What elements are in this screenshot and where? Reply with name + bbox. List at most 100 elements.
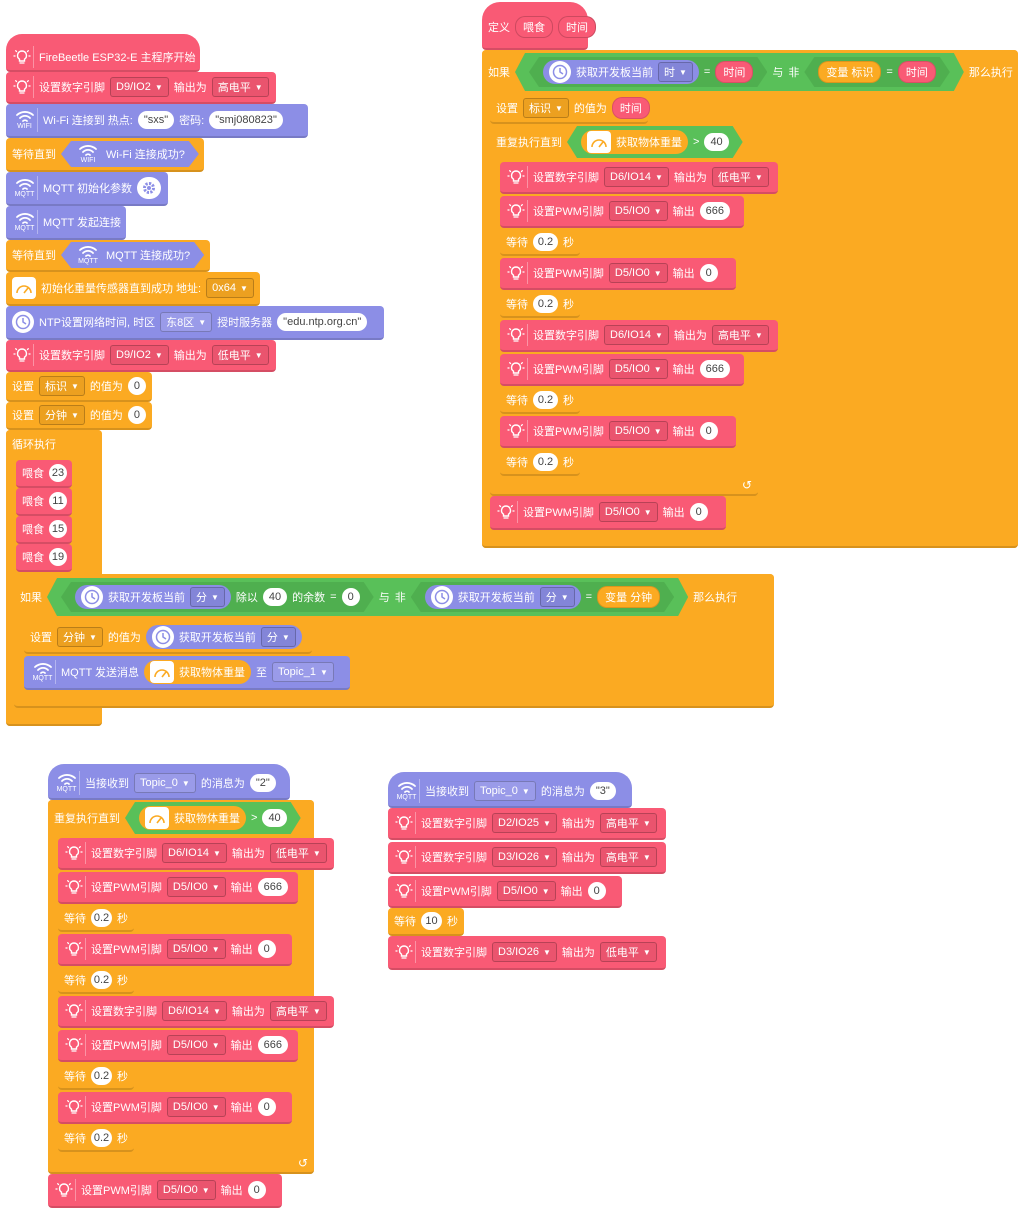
set-digital-pin-block[interactable]: 设置数字引脚 D2/IO25▼ 输出为 高电平▼ (388, 808, 666, 840)
pin-dropdown[interactable]: D9/IO2▼ (110, 77, 169, 97)
ssid-input[interactable]: " sxs " (137, 111, 175, 129)
set-digital-pin-block[interactable]: 设置数字引脚 D6/IO14▼ 输出为 高电平▼ (500, 320, 778, 352)
wait-until-mqtt-block[interactable]: 等待直到 MQTT MQTT 连接成功? (6, 240, 210, 272)
time-unit-dropdown[interactable]: 时▼ (658, 62, 693, 82)
compare-input[interactable]: 0 (342, 588, 360, 606)
mqtt-send-message-block[interactable]: MQTT MQTT 发送消息 获取物体重量 至 Topic_1▼ (24, 656, 350, 690)
variable-dropdown[interactable]: 标识▼ (39, 376, 85, 396)
variable-dropdown[interactable]: 分钟▼ (39, 405, 85, 425)
get-weight-reporter[interactable]: 获取物体重量 (144, 660, 252, 684)
set-pwm-pin-block[interactable]: 设置PWM引脚 D5/IO0▼ 输出 666 (500, 196, 744, 228)
mqtt-init-block[interactable]: MQTT MQTT 初始化参数 (6, 172, 168, 206)
wait-seconds-input[interactable]: 0.2 (91, 1067, 112, 1085)
call-feed-block[interactable]: 喂食 19 (16, 544, 72, 572)
pwm-pin-dropdown[interactable]: D5/IO0▼ (156, 1180, 216, 1200)
get-board-time-reporter[interactable]: 获取开发板当前 分▼ (145, 625, 302, 649)
pin-dropdown[interactable]: D6/IO14▼ (162, 843, 227, 863)
value-input[interactable]: 0 (127, 406, 146, 424)
pin-dropdown[interactable]: D6/IO14▼ (162, 1001, 227, 1021)
set-digital-pin-block[interactable]: 设置数字引脚 D3/IO26▼ 输出为 低电平▼ (388, 936, 666, 970)
get-board-time-reporter[interactable]: 获取开发板当前 分▼ (425, 585, 581, 609)
set-pwm-pin-block[interactable]: 设置PWM引脚 D5/IO0▼ 输出 0 (48, 1174, 282, 1208)
get-board-time-reporter[interactable]: 获取开发板当前 时▼ (543, 60, 699, 84)
wait-until-wifi-block[interactable]: 等待直到 WIFI Wi-Fi 连接成功? (6, 138, 204, 172)
pwm-pin-dropdown[interactable]: D5/IO0▼ (598, 502, 658, 522)
mqtt-receive-handler-block[interactable]: MQTT 当接收到 Topic_0▼ 的消息为 " 3 " (388, 772, 632, 808)
wait-block[interactable]: 等待 0.2 秒 (500, 450, 580, 476)
time-unit-dropdown[interactable]: 分▼ (540, 587, 575, 607)
and-condition[interactable]: 获取开发板当前 分▼ 除以 40 的余数 = 0 与 非 获取开发板当前 分▼ … (47, 578, 688, 616)
level-dropdown[interactable]: 高电平▼ (599, 847, 657, 867)
variable-minute-reporter[interactable]: 变量 分钟 (597, 586, 660, 608)
topic-dropdown[interactable]: Topic_0▼ (134, 773, 196, 793)
pwm-pin-dropdown[interactable]: D5/IO0▼ (496, 881, 556, 901)
pwm-pin-dropdown[interactable]: D5/IO0▼ (608, 421, 668, 441)
wait-block[interactable]: 等待 10 秒 (388, 908, 464, 936)
set-pwm-pin-block[interactable]: 设置PWM引脚 D5/IO0▼ 输出 0 (58, 934, 292, 966)
if-block-header[interactable]: 如果 获取开发板当前 时▼ = 时间 与 非 变量 标识 = 时间 那么执行 (482, 50, 1018, 94)
time-unit-dropdown[interactable]: 分▼ (260, 627, 296, 647)
mqtt-connect-block[interactable]: MQTT MQTT 发起连接 (6, 206, 126, 240)
wait-seconds-input[interactable]: 0.2 (533, 453, 558, 471)
ntp-server-input[interactable]: " edu.ntp.org.cn " (277, 313, 368, 331)
equals-condition[interactable]: 变量 标识 = 时间 (804, 57, 950, 87)
and-condition[interactable]: 获取开发板当前 时▼ = 时间 与 非 变量 标识 = 时间 (515, 53, 964, 91)
set-variable-block[interactable]: 设置 分钟▼ 的值为 0 (6, 402, 152, 430)
wait-block[interactable]: 等待 0.2 秒 (58, 968, 134, 994)
pwm-value-input[interactable]: 666 (699, 202, 731, 220)
equals-condition[interactable]: 获取开发板当前 分▼ 除以 40 的余数 = 0 (61, 582, 374, 612)
password-input[interactable]: " smj080823 " (209, 111, 283, 129)
level-dropdown[interactable]: 低电平▼ (711, 167, 769, 187)
param-time-reporter[interactable]: 时间 (898, 61, 936, 83)
wait-seconds-input[interactable]: 0.2 (91, 1129, 112, 1147)
greater-than-condition[interactable]: 获取物体重量 > 40 (567, 126, 743, 158)
wait-seconds-input[interactable]: 10 (421, 912, 442, 930)
level-dropdown[interactable]: 低电平▼ (211, 345, 269, 365)
feed-hour-input[interactable]: 23 (49, 464, 67, 482)
wait-seconds-input[interactable]: 0.2 (533, 391, 558, 409)
param-time-reporter[interactable]: 时间 (611, 97, 650, 119)
pwm-value-input[interactable]: 0 (257, 940, 276, 958)
threshold-input[interactable]: 40 (704, 133, 728, 151)
param-time[interactable]: 时间 (558, 16, 596, 38)
call-feed-block[interactable]: 喂食 11 (16, 488, 72, 516)
pwm-pin-dropdown[interactable]: D5/IO0▼ (608, 201, 668, 221)
timezone-dropdown[interactable]: 东8区▼ (160, 312, 213, 332)
pin-dropdown[interactable]: D6/IO14▼ (604, 325, 669, 345)
feed-hour-input[interactable]: 11 (49, 492, 67, 510)
gear-icon[interactable] (137, 177, 162, 199)
wait-block[interactable]: 等待 0.2 秒 (500, 388, 580, 414)
time-unit-dropdown[interactable]: 分▼ (190, 587, 225, 607)
get-weight-reporter[interactable]: 获取物体重量 (581, 130, 688, 154)
pin-dropdown[interactable]: D3/IO26▼ (492, 942, 557, 962)
set-digital-pin-block[interactable]: 设置数字引脚 D6/IO14▼ 输出为 低电平▼ (58, 838, 334, 870)
set-pwm-pin-block[interactable]: 设置PWM引脚 D5/IO0▼ 输出 666 (58, 872, 298, 904)
address-dropdown[interactable]: 0x64▼ (206, 278, 254, 298)
topic-dropdown[interactable]: Topic_0▼ (474, 781, 536, 801)
ntp-set-time-block[interactable]: NTP设置网络时间, 时区 东8区▼ 授时服务器 " edu.ntp.org.c… (6, 306, 384, 340)
level-dropdown[interactable]: 高电平▼ (269, 1001, 327, 1021)
wait-block[interactable]: 等待 0.2 秒 (58, 1126, 134, 1152)
equals-condition[interactable]: 获取开发板当前 分▼ = 变量 分钟 (411, 582, 674, 612)
value-input[interactable]: 0 (127, 377, 146, 395)
wait-seconds-input[interactable]: 0.2 (533, 233, 558, 251)
set-pwm-pin-block[interactable]: 设置PWM引脚 D5/IO0▼ 输出 0 (58, 1092, 292, 1124)
if-block-header[interactable]: 如果 获取开发板当前 分▼ 除以 40 的余数 = 0 与 非 获取开发板当前 (14, 574, 774, 620)
mqtt-connected-condition[interactable]: MQTT MQTT 连接成功? (61, 242, 204, 268)
set-pwm-pin-block[interactable]: 设置PWM引脚 D5/IO0▼ 输出 0 (388, 876, 622, 908)
variable-dropdown[interactable]: 分钟▼ (57, 627, 103, 647)
set-variable-block[interactable]: 设置 标识▼ 的值为 时间 (490, 94, 650, 124)
wait-block[interactable]: 等待 0.2 秒 (58, 1064, 134, 1090)
set-variable-block[interactable]: 设置 标识▼ 的值为 0 (6, 372, 152, 402)
set-digital-pin-block[interactable]: 设置数字引脚 D3/IO26▼ 输出为 高电平▼ (388, 842, 666, 874)
set-variable-block[interactable]: 设置 分钟▼ 的值为 获取开发板当前 分▼ (24, 622, 312, 654)
pin-dropdown[interactable]: D6/IO14▼ (604, 167, 669, 187)
pwm-value-input[interactable]: 0 (587, 882, 606, 900)
feed-hour-input[interactable]: 19 (49, 548, 67, 566)
variable-dropdown[interactable]: 标识▼ (523, 98, 569, 118)
greater-than-condition[interactable]: 获取物体重量 > 40 (125, 802, 301, 834)
pwm-pin-dropdown[interactable]: D5/IO0▼ (608, 359, 668, 379)
wifi-connect-block[interactable]: WIFI Wi-Fi 连接到 热点: " sxs " 密码: " smj0808… (6, 104, 308, 138)
get-board-time-reporter[interactable]: 获取开发板当前 分▼ (75, 585, 231, 609)
wait-block[interactable]: 等待 0.2 秒 (500, 230, 580, 256)
